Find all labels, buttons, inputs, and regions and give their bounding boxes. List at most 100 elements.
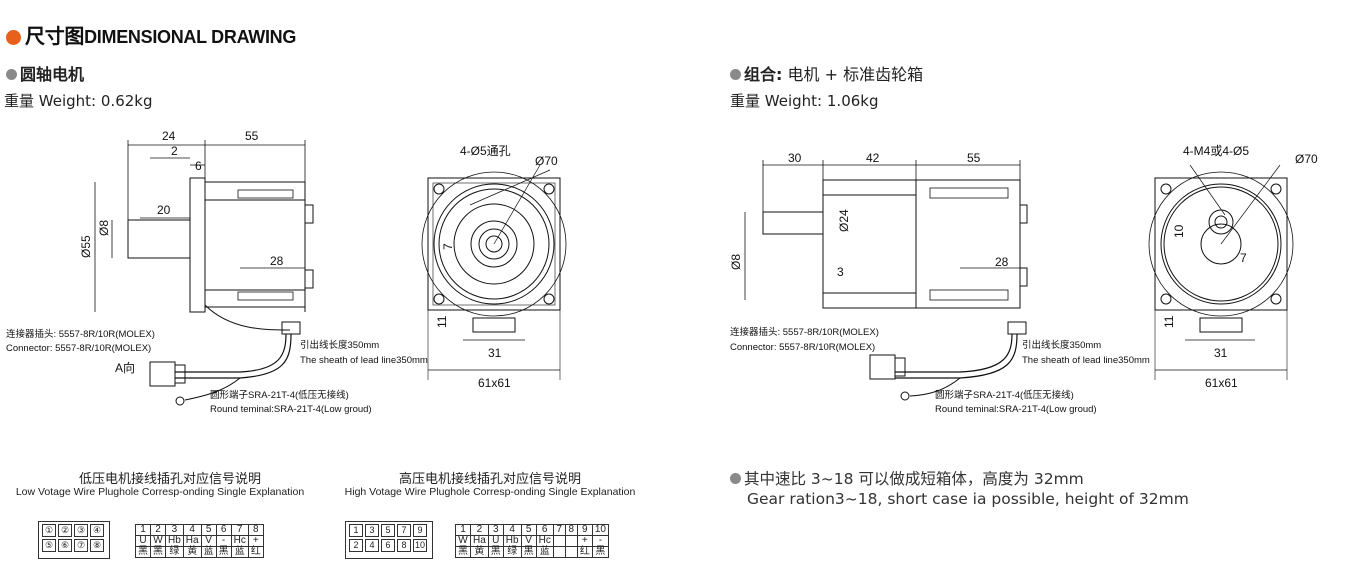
left-subtitle: 圆轴电机 — [6, 61, 84, 85]
pin-number: 4 — [182, 524, 202, 536]
pin-number: 3 — [165, 524, 184, 536]
left-lead-wire — [149, 333, 292, 406]
pin-signal: + — [576, 535, 593, 547]
plug-hole: ③ — [74, 524, 88, 537]
pin-color: 黑 — [487, 546, 504, 558]
left-motor-front-view — [421, 164, 567, 380]
bullet-icon — [6, 69, 17, 80]
left-callouts: 连接器插头: 5557-8R/10R(MOLEX) Connector: 555… — [6, 328, 428, 415]
bullet-icon — [6, 30, 21, 45]
left-dimension-labels: 24 55 2 6 20 28 Ø55 Ø8 4-Ø5通孔 Ø70 7 11 3… — [79, 129, 558, 390]
pin-number: 7 — [552, 524, 566, 536]
title-en: DIMENSIONAL DRAWING — [84, 27, 297, 47]
pin-number: 1 — [135, 524, 151, 536]
low-voltage-title: 低压电机接线插孔对应信号说明 — [78, 472, 261, 487]
pin-number: 3 — [487, 524, 504, 536]
right-lead-wire — [869, 333, 1018, 401]
pin-number: 8 — [247, 524, 264, 536]
dim-phi24: Ø24 — [837, 209, 851, 232]
gear-ratio-note: 其中速比 3~18 可以做成短箱体，高度为 32mm — [730, 467, 1084, 489]
pin-color: 蓝 — [230, 546, 249, 558]
connector-en: Connector: 5557-8R/10R(MOLEX) — [6, 343, 151, 354]
pin-color: 黑 — [215, 546, 232, 558]
pin-color-row: 黑黄黑绿黑蓝红黑 — [455, 546, 609, 558]
pin-number: 6 — [535, 524, 554, 536]
dim-phi8: Ø8 — [97, 220, 111, 236]
pin-color: 黑 — [591, 546, 609, 558]
dim-31: 31 — [488, 346, 502, 360]
pin-number: 8 — [564, 524, 578, 536]
dim-31: 31 — [1214, 346, 1228, 360]
pin-signal: W — [455, 535, 471, 547]
dim-2: 2 — [171, 144, 178, 158]
right-subtitle: 组合: 电机 + 标准齿轮箱 — [730, 61, 923, 85]
pin-signal: - — [591, 535, 609, 547]
pin-signal: Ha — [470, 535, 489, 547]
pin-color — [564, 546, 578, 558]
gear-ratio-note-en: Gear ration3~18, short case ia possible,… — [747, 490, 1189, 508]
bullet-icon — [730, 473, 741, 484]
dim-phi70: Ø70 — [1295, 152, 1318, 166]
pin-signal: V — [520, 535, 537, 547]
left-dimension-lines — [94, 140, 306, 312]
dim-20: 20 — [157, 203, 171, 217]
dim-holes: 4-Ø5通孔 — [460, 144, 511, 158]
lead-en: The sheath of lead line350mm — [300, 355, 428, 366]
pin-signal: Hc — [230, 535, 249, 547]
dim-11: 11 — [435, 315, 449, 328]
plug-hole: ① — [42, 524, 56, 537]
terminal-en: Round teminal:SRA-21T-4(Low groud) — [210, 404, 372, 415]
pin-color: 黑 — [135, 546, 151, 558]
plug-hole: ⑧ — [90, 539, 104, 552]
connector-cn: 连接器插头: 5557-8R/10R(MOLEX) — [6, 328, 155, 340]
pin-signal: Hc — [535, 535, 554, 547]
terminal-en: Round teminal:SRA-21T-4(Low groud) — [935, 404, 1097, 415]
pin-signal: V — [200, 535, 217, 547]
pin-color: 绿 — [165, 546, 184, 558]
plug-hole: 9 — [413, 524, 427, 537]
pin-signal: Hb — [165, 535, 184, 547]
plug-hole: 10 — [413, 539, 427, 552]
pin-color: 红 — [576, 546, 593, 558]
dim-11: 11 — [1162, 315, 1176, 328]
lead-cn: 引出线长度350mm — [300, 339, 379, 351]
dim-61x61: 61x61 — [1205, 376, 1238, 390]
pin-signal: - — [215, 535, 232, 547]
pin-signal — [564, 535, 578, 547]
pin-color-row: 黑黑绿黄蓝黑蓝红 — [135, 546, 264, 558]
lead-en: The sheath of lead line350mm — [1022, 355, 1150, 366]
dim-30: 30 — [788, 151, 802, 165]
plug-hole: 7 — [397, 524, 411, 537]
pin-number: 6 — [215, 524, 232, 536]
dim-7: 7 — [1240, 251, 1247, 265]
title-cn: 尺寸图 — [25, 26, 85, 48]
pin-signal — [552, 535, 566, 547]
right-callouts: 连接器插头: 5557-8R/10R(MOLEX) Connector: 555… — [730, 326, 1150, 415]
plug-hole: ② — [58, 524, 72, 537]
dim-24: 24 — [162, 129, 176, 143]
plug-hole: 6 — [381, 539, 395, 552]
dim-phi8: Ø8 — [729, 254, 743, 270]
pin-number: 7 — [230, 524, 249, 536]
dim-28: 28 — [270, 254, 284, 268]
pin-color: 蓝 — [200, 546, 217, 558]
pin-number: 1 — [455, 524, 471, 536]
plug-hole: ⑥ — [58, 539, 72, 552]
pin-number: 9 — [576, 524, 593, 536]
pin-signal: W — [150, 535, 166, 547]
plug-hole: ⑤ — [42, 539, 56, 552]
pin-color: 蓝 — [535, 546, 554, 558]
lead-cn: 引出线长度350mm — [1022, 339, 1101, 351]
right-dimension-lines — [744, 160, 1021, 300]
right-dimension-labels: 30 42 55 Ø24 Ø8 3 28 4-M4或4-Ø5 Ø70 10 7 … — [729, 144, 1318, 390]
dim-10: 10 — [1172, 224, 1186, 238]
dim-55: 55 — [245, 129, 259, 143]
